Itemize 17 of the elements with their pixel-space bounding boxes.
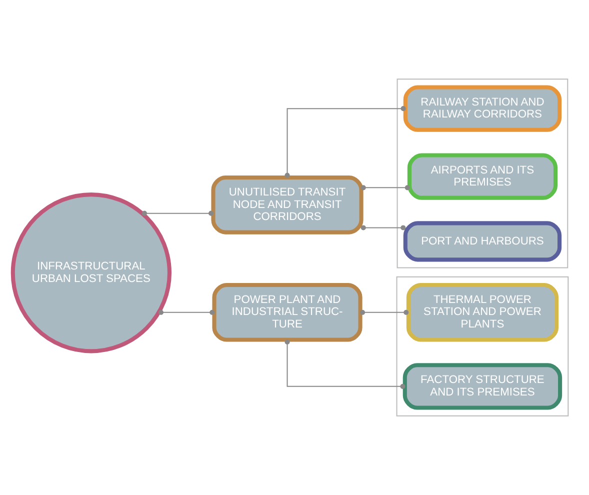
node-box: FACTORY STRUCTURE AND ITS PREMISES [402, 363, 562, 410]
connector [360, 225, 406, 230]
connector [360, 310, 409, 315]
cluster [396, 276, 569, 416]
connector [142, 210, 214, 216]
node-box: UNUTILISED TRANSIT NODE AND TRANSIT CORRIDORS [211, 176, 364, 234]
connector [360, 185, 410, 190]
node-box: AIRPORTS AND ITS PREMISES [407, 153, 558, 200]
connector [284, 106, 406, 178]
connector [158, 310, 215, 315]
connector [284, 339, 406, 389]
node-circle: INFRASTRUCTURAL URBAN LOST SPACES [10, 192, 172, 354]
cluster [396, 78, 568, 268]
node-box: PORT AND HARBOURS [403, 221, 562, 262]
node-box: POWER PLANT AND INDUSTRIAL STRUC- TURE [212, 283, 362, 342]
node-box: RAILWAY STATION AND RAILWAY CORRIDORS [403, 85, 562, 132]
node-box: THERMAL POWER STATION AND POWER PLANTS [406, 283, 559, 342]
